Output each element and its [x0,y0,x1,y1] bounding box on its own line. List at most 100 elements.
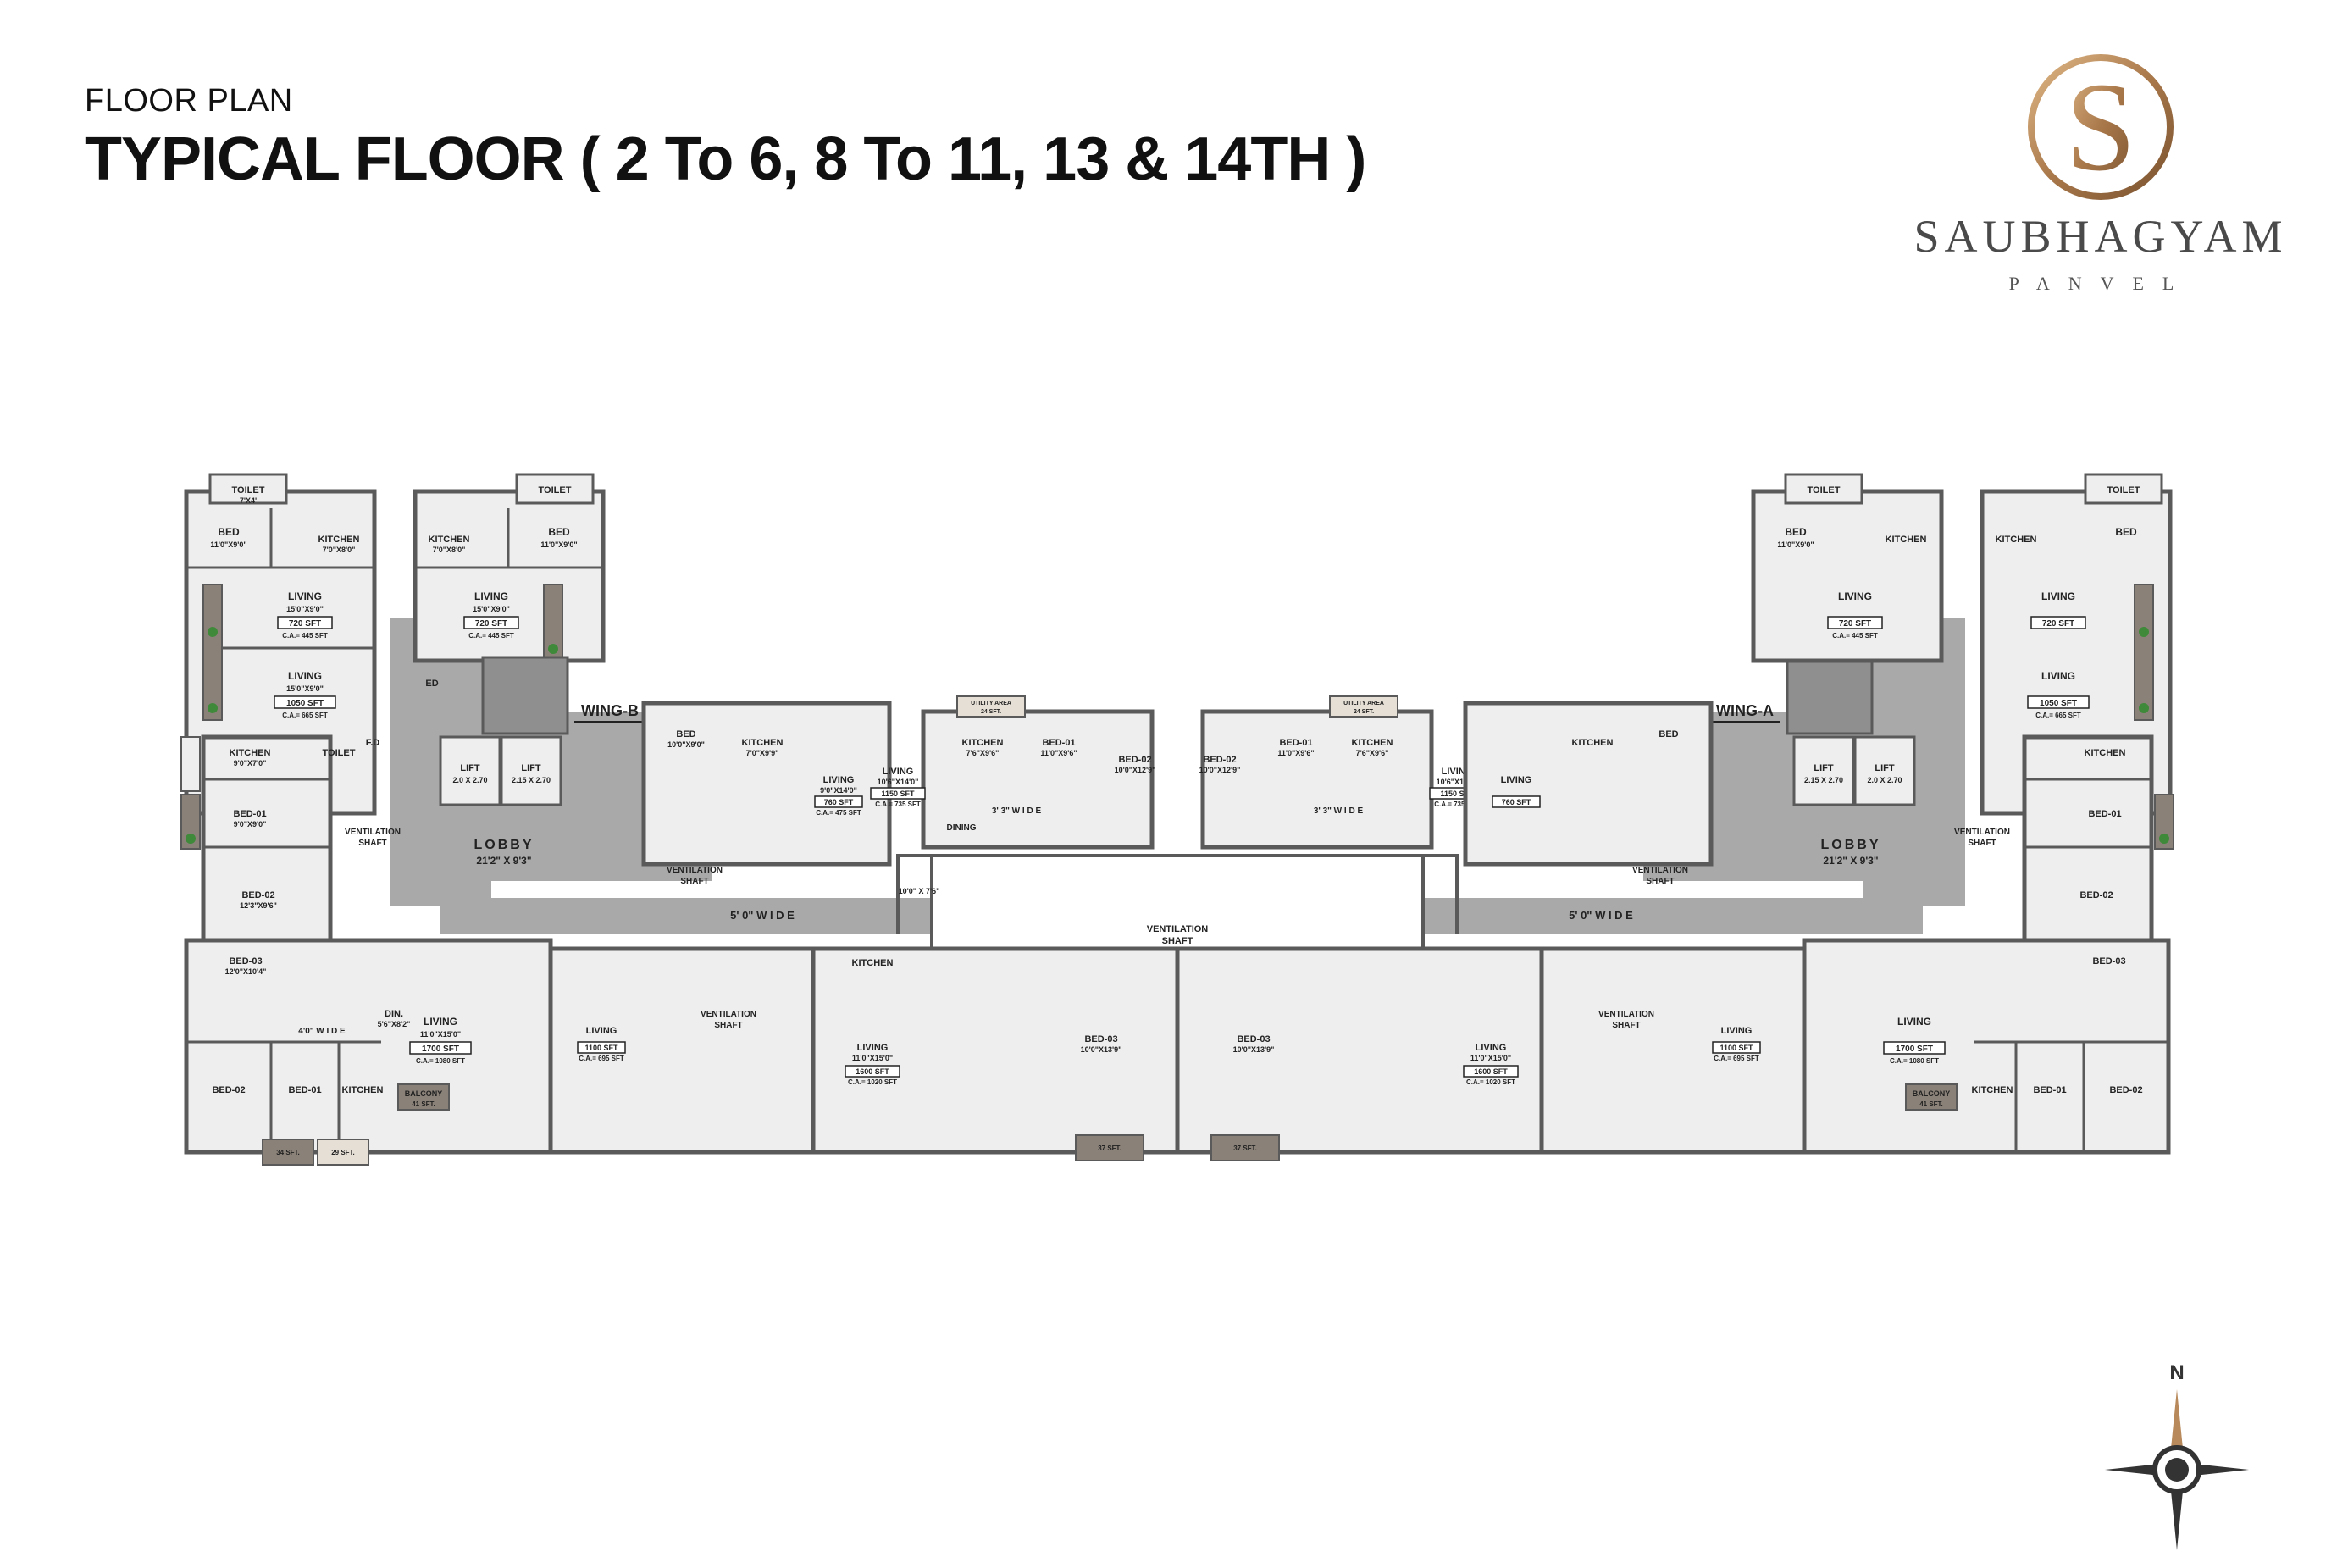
dining-label: DINING [947,823,977,833]
lift-size-2: 2.0 X 2.70 [1867,776,1902,784]
unit-wing-a-middle: KITCHEN BED LIVING 760 SFT VENTILATION S… [1463,701,1714,886]
brand-city: PANVEL [2008,273,2193,294]
unit-right-top-a: BED 11'0"X9'0" KITCHEN LIVING 720 SFT C.… [1751,473,1944,663]
kitchen-label: KITCHEN [318,535,360,545]
bed02-size: 10'0"X12'9" [1199,766,1241,774]
bed02-label: BED-02 [1118,755,1151,765]
kitchen-label: KITCHEN [2085,748,2126,758]
lift-label: LIFT [1814,763,1833,773]
living-label: LIVING [1721,1026,1753,1036]
carpet-area: C.A.= 445 SFT [282,632,328,640]
area-label: 720 SFT [289,619,321,629]
corridor-width-label: 5' 0" W I D E [1569,909,1633,922]
unit-center-right: UTILITY AREA 24 SFT. BED-02 10'0"X12'9" … [1199,695,1485,850]
wing-a-label: WING-A [1716,702,1774,719]
living-label-2: LIVING [1476,1043,1507,1053]
carpet-area-2: C.A.= 665 SFT [282,712,328,719]
bed01-label: BED-01 [233,809,266,819]
area-label: 1150 SFT [1440,790,1474,798]
kitchen-label: KITCHEN [962,738,1004,748]
area-label: 1150 SFT [881,790,915,798]
area-label: 760 SFT [1502,798,1531,806]
area-label: 1700 SFT [422,1044,459,1054]
passage-label: 3' 3" W I D E [1314,806,1364,816]
vent-label: VENTILATION [1147,924,1209,934]
living-label: LIVING [474,590,508,602]
passage-label: 4'0" W I D E [298,1027,346,1036]
living-size: 10'6"X14'0" [878,778,919,786]
shaft-label: SHAFT [1612,1021,1640,1030]
kitchen-label: KITCHEN [742,738,784,748]
vent-label: VENTILATION [1632,866,1688,875]
bed02-label: BED-02 [2079,890,2113,900]
balcony-label: BALCONY [1913,1089,1951,1098]
header: FLOOR PLAN TYPICAL FLOOR ( 2 To 6, 8 To … [85,83,1366,194]
north-label: N [2169,1361,2184,1384]
toilet-label: TOILET [539,485,572,496]
lobby-label: LOBBY [1821,838,1881,852]
brand-name: SAUBHAGYAM [1913,211,2288,262]
living-label: LIVING [586,1026,617,1036]
living-label-2: LIVING [2041,670,2075,682]
lobby-label: LOBBY [474,838,534,852]
kitchen-size: 7'0"X8'0" [433,546,466,554]
area-label: 720 SFT [1839,619,1871,629]
bed-size: 10'0"X9'0" [667,740,705,749]
electric-duct-label: ED [425,679,438,689]
toilet-label: TOILET [2107,485,2140,496]
shaft-label: SHAFT [714,1021,742,1030]
kitchen-size: 7'0"X8'0" [323,546,356,554]
carpet-area: C.A.= 695 SFT [579,1055,624,1062]
utility-label: UTILITY AREA [971,701,1011,706]
balcony-label: BALCONY [405,1089,443,1098]
lobby-size: 21'2" X 9'3" [476,855,531,867]
lift-size-2: 2.15 X 2.70 [512,776,551,784]
carpet-area: C.A.= 1080 SFT [1890,1057,1939,1065]
kitchen-label: KITCHEN [1972,1085,2013,1095]
north-needle [2170,1389,2184,1457]
balcony-area-2: 37 SFT. [1233,1144,1257,1152]
kitchen-label: KITCHEN [852,958,894,968]
shaft-label: SHAFT [1968,839,1996,848]
logo-monogram: S [2028,54,2174,200]
bed01-size: 11'0"X9'6" [1040,749,1077,757]
vent-label: VENTILATION [701,1010,756,1019]
vent-label: VENTILATION [1954,828,2010,837]
kitchen-label: KITCHEN [1352,738,1393,748]
unit-wing-b-middle: BED 10'0"X9'0" KITCHEN 7'0"X9'9" LIVING … [641,701,939,922]
carpet-area: C.A.= 735 SFT [875,801,921,808]
living-label: LIVING [1897,1016,1931,1028]
carpet-area: C.A.= 1080 SFT [416,1057,465,1065]
wing-b-label: WING-B [581,702,639,719]
shaft-label: SHAFT [358,839,386,848]
wing-a-core: LIFT 2.15 X 2.70 LIFT 2.0 X 2.70 LOBBY 2… [1569,656,1916,922]
bed01-label: BED-01 [2033,1085,2066,1095]
kitchen-size: 7'0"X9'9" [746,749,779,757]
central-shaft-label: VENTILATION SHAFT [1147,924,1209,946]
unit-right-bottom: BED-03 LIVING 1700 SFT C.A.= 1080 SFT KI… [1802,938,2171,1155]
carpet-area: C.A.= 445 SFT [468,632,514,640]
plan-title: TYPICAL FLOOR ( 2 To 6, 8 To 11, 13 & 14… [85,125,1366,193]
bed01-size: 11'0"X9'6" [1277,749,1314,757]
floor-plan: TOILET 7'X4' BED 11'0"X9'0" KITCHEN 7'0"… [169,457,2185,1186]
carpet-area: C.A.= 695 SFT [1714,1055,1759,1062]
north-compass: N [2092,1355,2262,1559]
bed-label: BED [1659,729,1678,740]
carpet-area: C.A.= 445 SFT [1832,632,1878,640]
living-size: 10'6"X14'0" [1437,778,1478,786]
bed02-label: BED-02 [2109,1085,2142,1095]
living-size: 15'0"X9'0" [473,605,510,613]
kitchen-size: 7'6"X9'6" [1356,749,1389,757]
lift-size: 2.15 X 2.70 [1804,776,1843,784]
carpet-area: C.A.= 665 SFT [2035,712,2081,719]
unit-left-lower-mid: VENTILATION SHAFT LIVING 1100 SFT C.A.= … [548,946,816,1155]
balcony-area: 37 SFT. [1098,1144,1121,1152]
shaft-label: SHAFT [1162,936,1193,946]
plan-subtitle: FLOOR PLAN [85,83,293,119]
bed01-label: BED-01 [2088,809,2121,819]
living-size: 9'0"X14'0" [820,786,857,795]
balcony-area-2: 34 SFT. [276,1149,300,1156]
unit-right-lower-mid: VENTILATION SHAFT LIVING 1100 SFT C.A.= … [1539,946,1807,1155]
toilet-size: 7'X4' [240,496,257,505]
bed03-size-2: 10'0"X13'9" [1233,1045,1275,1054]
